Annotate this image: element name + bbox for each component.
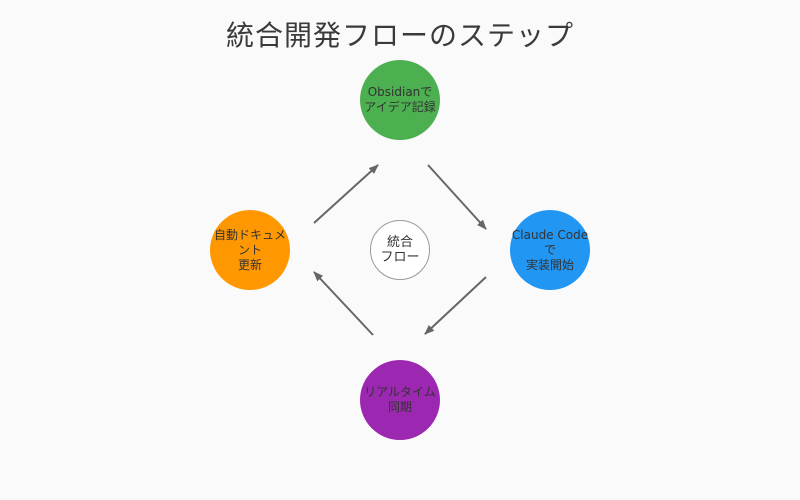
node-doc-update: 自動ドキュメント 更新: [210, 210, 290, 290]
node-start-implementation: Claude Codeで 実装開始: [510, 210, 590, 290]
arrow-top-to-right: [427, 164, 487, 230]
arrow-bottom-to-left: [313, 271, 374, 336]
node-doc-update-label: 自動ドキュメント 更新: [213, 227, 286, 272]
center-node: 統合 フロー: [370, 220, 430, 280]
center-node-label: 統合 フロー: [380, 235, 420, 265]
arrow-right-to-bottom: [424, 276, 487, 335]
diagram-title: 統合開発フローのステップ: [225, 19, 574, 52]
arrow-left-to-top: [313, 164, 379, 224]
node-idea-record: Obsidianで アイデア記録: [360, 60, 440, 140]
node-realtime-sync-label: リアルタイム 同期: [364, 385, 436, 414]
node-idea-record-label: Obsidianで アイデア記録: [364, 85, 436, 114]
node-start-implementation-label: Claude Codeで 実装開始: [511, 227, 589, 272]
node-realtime-sync: リアルタイム 同期: [360, 360, 440, 440]
